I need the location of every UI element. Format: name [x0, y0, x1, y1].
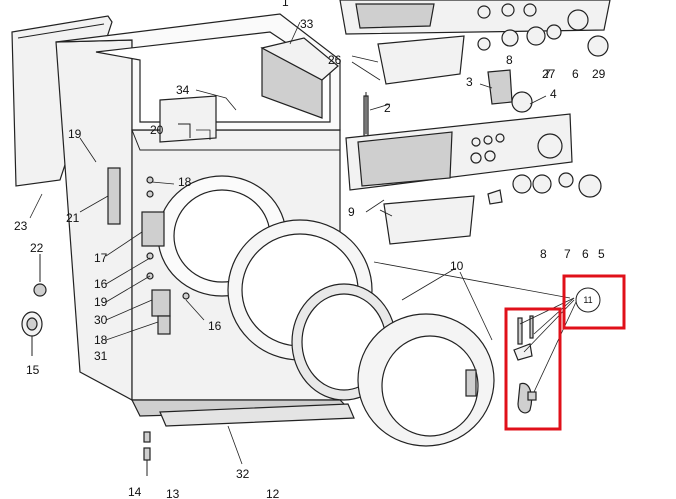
callout-label: 8	[506, 53, 513, 67]
cabinet-body	[55, 13, 355, 427]
callout-label: 18	[178, 175, 192, 189]
callout-label: 29	[592, 67, 606, 81]
callout-label: 7	[544, 67, 551, 81]
callout-label: 3	[466, 75, 473, 89]
loose-parts	[21, 92, 367, 476]
callout-label: 8	[540, 247, 547, 261]
callout-label: 19	[68, 127, 82, 141]
callout-label: 1	[282, 0, 289, 9]
upper-control-panel	[339, 0, 611, 85]
door-assembly	[227, 219, 495, 447]
callout-label: 14	[128, 485, 142, 499]
callout-label: 4	[550, 87, 557, 101]
callout-label: 31	[94, 349, 108, 363]
highlight-box-parts	[504, 307, 562, 431]
callout-label: 2	[384, 101, 391, 115]
callout-label: 15	[26, 363, 40, 377]
callout-label: 16	[94, 277, 108, 291]
highlight-box-badge	[562, 274, 626, 330]
callout-label: 33	[300, 17, 314, 31]
callout-label: 20	[150, 123, 164, 137]
callout-label: 12	[266, 487, 280, 499]
callout-label: 10	[450, 259, 464, 273]
callout-label: 21	[66, 211, 80, 225]
callout-label: 6	[582, 247, 589, 261]
callout-label: 6	[572, 67, 579, 81]
callout-labels: 1 2 3 4 5 6 6 7 7 8 8 9 10 11 12 13 14 1…	[14, 0, 606, 499]
callout-label: 22	[30, 241, 44, 255]
callout-label: 23	[14, 219, 28, 233]
lower-control-panel	[345, 69, 602, 245]
callout-label: 26	[328, 53, 342, 67]
callout-label: 7	[564, 247, 571, 261]
callout-label: 18	[94, 333, 108, 347]
callout-badge-label: 11	[583, 295, 592, 305]
callout-label: 17	[94, 251, 108, 265]
door-hinge-parts	[513, 315, 537, 414]
callout-label: 30	[94, 313, 108, 327]
callout-label: 27	[542, 67, 556, 81]
callout-label: 5	[598, 247, 605, 261]
callout-label: 16	[208, 319, 222, 333]
callout-label: 32	[236, 467, 250, 481]
callout-badge	[575, 287, 601, 313]
callout-label: 9	[348, 205, 355, 219]
callout-label: 19	[94, 295, 108, 309]
callout-label: 13	[166, 487, 180, 499]
callout-label: 34	[176, 83, 190, 97]
